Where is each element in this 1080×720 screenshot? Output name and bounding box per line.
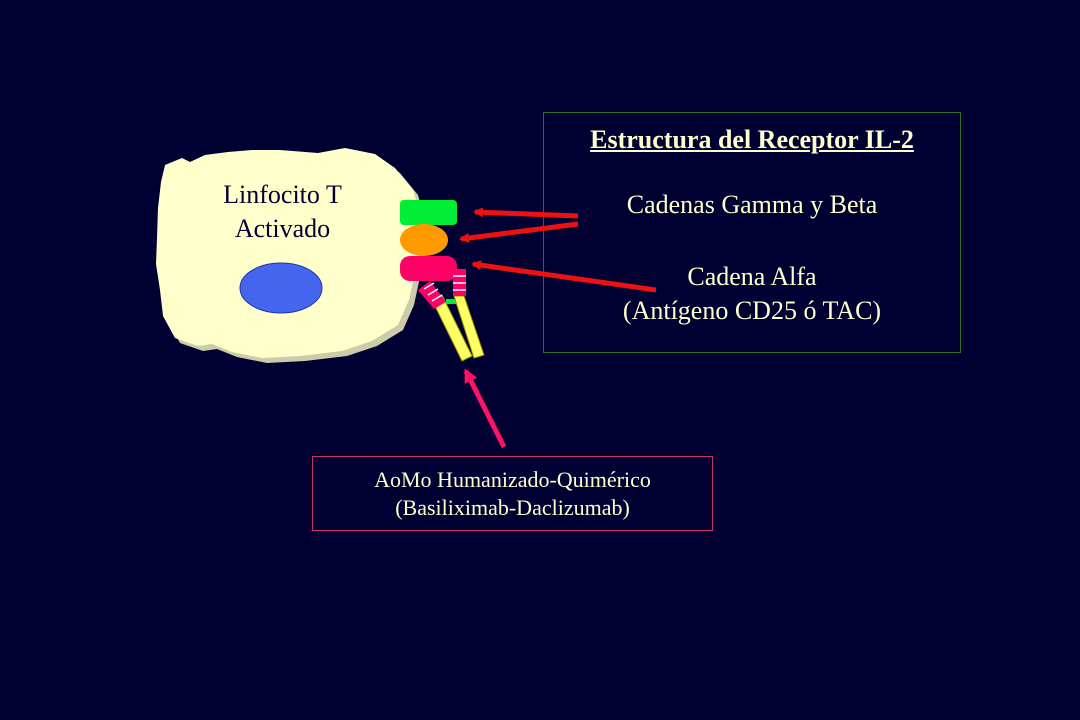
- alpha-chain-label: Cadena Alfa: [687, 262, 817, 291]
- monoclonal-antibody-icon: [418, 269, 485, 362]
- beta-chain-icon: [400, 224, 448, 256]
- gamma-beta-chains-label: Cadenas Gamma y Beta: [626, 190, 878, 219]
- alpha-chain-icon: [400, 256, 457, 281]
- cell-nucleus-icon: [239, 262, 323, 314]
- cell-label-line2: Activado: [234, 214, 331, 243]
- receptor-structure-box: Estructura del Receptor IL-2 Cadenas Gam…: [543, 112, 961, 353]
- gamma-chain-icon: [400, 200, 457, 225]
- cell-label-line1: Linfocito T: [223, 180, 342, 209]
- arrow-to-beta-chain: [459, 221, 579, 243]
- antibody-type-label: AoMo Humanizado-Quimérico: [374, 467, 651, 492]
- t-lymphocyte-cell: [156, 148, 421, 358]
- arrow-to-alpha-chain: [471, 260, 657, 293]
- arrow-to-gamma-chain: [473, 207, 579, 219]
- antibody-names-label: (Basiliximab-Daclizumab): [395, 495, 630, 520]
- receptor-title: Estructura del Receptor IL-2: [590, 125, 914, 154]
- antibody-box: AoMo Humanizado-Quimérico (Basiliximab-D…: [312, 456, 713, 531]
- alpha-chain-antigen-label: (Antígeno CD25 ó TAC): [622, 296, 882, 325]
- arrow-to-antibody: [463, 368, 507, 449]
- cell-label: Linfocito T Activado: [170, 178, 395, 246]
